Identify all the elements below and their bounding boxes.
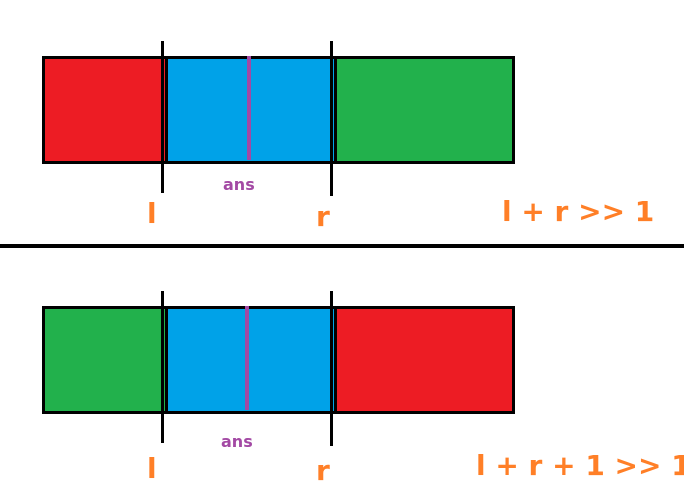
top-diagram: ans l r l + r >> 1	[0, 0, 684, 247]
top-l-pointer-line	[161, 41, 164, 193]
bottom-ans-label: ans	[221, 432, 253, 451]
bottom-l-label: l	[147, 452, 157, 485]
bottom-mid-formula: l + r + 1 >> 1	[476, 449, 684, 482]
bottom-diagram: ans l r l + r + 1 >> 1	[0, 250, 684, 497]
bottom-r-pointer-line	[330, 291, 333, 446]
bottom-ans-line	[245, 306, 249, 410]
bottom-segment-middle	[168, 309, 337, 411]
top-segment-left	[45, 59, 168, 161]
top-array-bar	[42, 56, 515, 164]
bottom-r-label: r	[316, 454, 330, 487]
bottom-array-bar	[42, 306, 515, 414]
top-segment-right	[337, 59, 512, 161]
bottom-l-pointer-line	[161, 291, 164, 443]
top-r-label: r	[316, 200, 330, 233]
bottom-segment-left	[45, 309, 168, 411]
section-divider	[0, 244, 684, 248]
top-ans-label: ans	[223, 175, 255, 194]
top-ans-line	[247, 56, 251, 160]
top-segment-middle	[168, 59, 337, 161]
top-l-label: l	[147, 197, 157, 230]
top-mid-formula: l + r >> 1	[502, 195, 655, 228]
top-r-pointer-line	[330, 41, 333, 196]
bottom-segment-right	[337, 309, 512, 411]
